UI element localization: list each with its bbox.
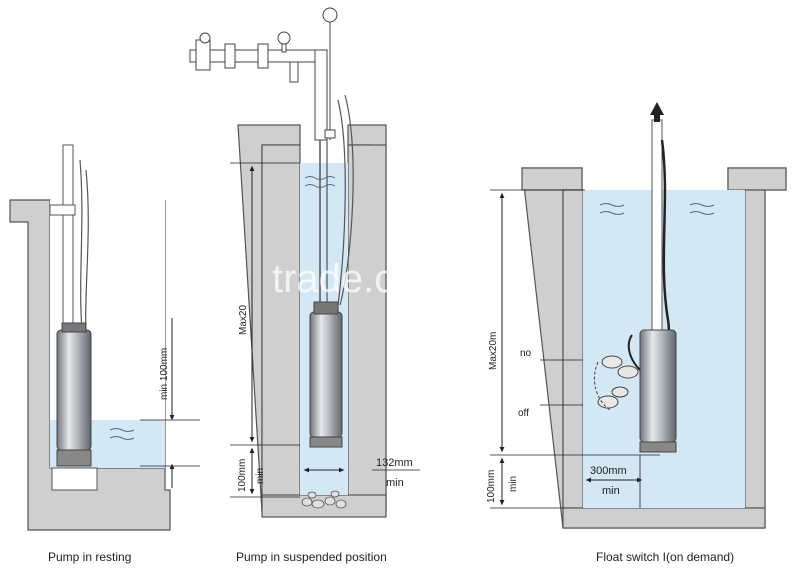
watermark: trade.china.cn	[272, 257, 523, 301]
float-switch-icon	[594, 355, 639, 411]
pump-float	[639, 329, 677, 443]
panel-resting: min 100mm Pump in resting	[9, 144, 200, 564]
label-100mm-middle: 100mm	[237, 459, 248, 492]
label-min-right-bottom: min	[508, 476, 519, 492]
riser-pipe-resting	[62, 144, 74, 331]
caption-float-switch: Float switch I(on demand)	[596, 550, 734, 564]
caption-resting: Pump in resting	[48, 550, 131, 564]
riser-pipe-float	[651, 119, 663, 331]
caption-suspended: Pump in suspended position	[236, 550, 387, 564]
label-132mm: 132mm	[376, 457, 413, 469]
label-min-middle-bottom: min	[255, 468, 266, 484]
pump-resting	[56, 329, 92, 451]
label-no: no	[520, 348, 532, 359]
label-min-100mm: min 100mm	[159, 348, 170, 400]
label-max20m: Max20m	[488, 332, 499, 370]
label-min-300: min	[602, 485, 620, 497]
flow-arrow-icon	[650, 102, 664, 115]
well-left-wall	[261, 144, 301, 511]
label-300mm: 300mm	[590, 465, 627, 477]
base-block	[51, 467, 98, 491]
label-off: off	[518, 408, 529, 419]
well-right-wall	[347, 144, 387, 511]
surface-piping	[189, 7, 338, 141]
panel-float-switch: no off Max20m 100mm min 300mm min Float …	[486, 102, 787, 564]
panel-suspended: Max20 100mm min 132mm min Pump in suspen…	[189, 7, 420, 564]
label-100mm-right: 100mm	[486, 470, 497, 503]
label-max20: Max20	[238, 305, 249, 335]
gravel	[301, 490, 347, 509]
pump-suspended	[309, 311, 343, 438]
label-min-132: min	[386, 477, 404, 489]
